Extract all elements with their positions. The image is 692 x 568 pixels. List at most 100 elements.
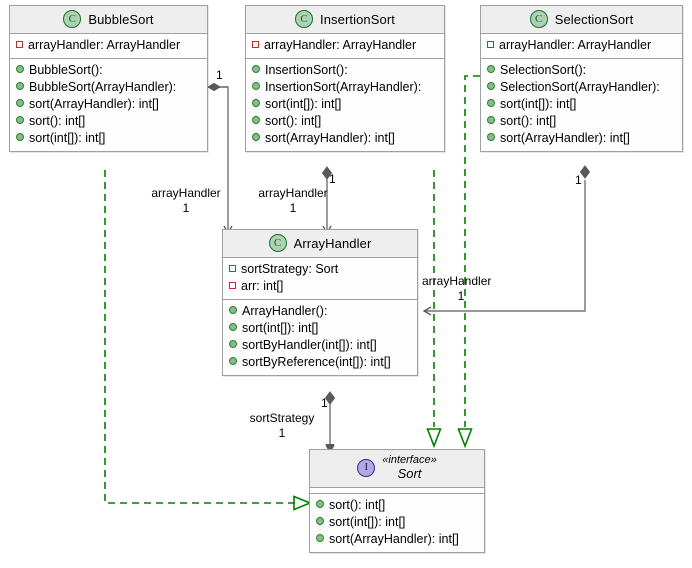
public-marker-icon [252, 112, 260, 129]
method-row: sort(): int[] [252, 113, 438, 130]
methods-compartment: sort(): int[] sort(int[]): int[] sort(Ar… [310, 492, 484, 552]
attribute-text: arr: int[] [241, 279, 284, 293]
multiplicity-selectionsort-source: 1 [575, 173, 582, 187]
method-text: sort(): int[] [265, 114, 322, 128]
method-row: sortByReference(int[]): int[] [229, 354, 411, 371]
method-text: sort(ArrayHandler): int[] [29, 97, 159, 111]
public-marker-icon [229, 353, 237, 370]
attribute-row: arrayHandler: ArrayHandler [16, 37, 201, 54]
method-text: SelectionSort(): [500, 63, 587, 77]
method-text: SelectionSort(ArrayHandler): [500, 80, 660, 94]
edge-label-selectionsort-role: arrayHandler 1 [422, 274, 522, 304]
attributes-compartment: sortStrategy: Sort arr: int[] [223, 258, 417, 299]
public-marker-icon [487, 78, 495, 95]
stereotype-label: «interface» [382, 454, 437, 466]
method-row: SelectionSort(): [487, 62, 676, 79]
public-marker-icon [16, 129, 24, 146]
attribute-text: arrayHandler: ArrayHandler [28, 38, 181, 52]
interface-name: Sort [397, 465, 422, 481]
method-text: sort(int[]): int[] [242, 321, 319, 335]
public-marker-icon [229, 302, 237, 319]
method-row: BubbleSort(ArrayHandler): [16, 79, 201, 96]
class-header: C InsertionSort [246, 6, 444, 34]
class-name: InsertionSort [319, 11, 395, 27]
attributes-compartment: arrayHandler: ArrayHandler [246, 34, 444, 58]
class-box-bubblesort[interactable]: C BubbleSort arrayHandler: ArrayHandler … [9, 5, 208, 152]
method-text: sort(int[]): int[] [29, 131, 106, 145]
methods-compartment: InsertionSort(): InsertionSort(ArrayHand… [246, 58, 444, 151]
edge-selectionsort-arrayhandler [422, 165, 591, 316]
public-marker-icon [487, 95, 495, 112]
method-row: InsertionSort(): [252, 62, 438, 79]
method-row: sort(): int[] [16, 113, 201, 130]
attribute-row: arrayHandler: ArrayHandler [252, 37, 438, 54]
public-marker-icon [252, 129, 260, 146]
method-text: BubbleSort(): [29, 63, 103, 77]
method-row: sort(ArrayHandler): int[] [252, 130, 438, 147]
role-name: arrayHandler [258, 186, 328, 200]
method-text: sort(): int[] [329, 497, 386, 512]
private-marker-icon [487, 36, 494, 53]
interface-badge-icon: I [357, 458, 376, 477]
method-text: BubbleSort(ArrayHandler): [29, 80, 177, 94]
attribute-row: arr: int[] [229, 278, 411, 295]
class-name: ArrayHandler [293, 235, 372, 251]
attribute-text: arrayHandler: ArrayHandler [499, 38, 652, 52]
method-row: sort(ArrayHandler): int[] [316, 531, 478, 548]
method-text: sort(): int[] [29, 114, 86, 128]
method-text: sort(ArrayHandler): int[] [329, 531, 459, 546]
multiplicity-arrayhandler-source: 1 [321, 396, 328, 410]
method-row: sort(int[]): int[] [316, 514, 478, 531]
method-text: sort(ArrayHandler): int[] [265, 131, 395, 145]
role-multiplicity: 1 [182, 201, 190, 215]
method-text: sortByReference(int[]): int[] [242, 355, 391, 369]
method-row: sort(int[]): int[] [487, 96, 676, 113]
public-marker-icon [487, 112, 495, 129]
class-name: SelectionSort [554, 11, 634, 27]
class-box-insertionsort[interactable]: C InsertionSort arrayHandler: ArrayHandl… [245, 5, 445, 152]
attribute-row: sortStrategy: Sort [229, 261, 411, 278]
class-box-arrayhandler[interactable]: C ArrayHandler sortStrategy: Sort arr: i… [222, 229, 418, 376]
multiplicity-bubblesort-source: 1 [216, 68, 223, 82]
public-marker-icon [16, 61, 24, 78]
method-row: sort(): int[] [316, 497, 478, 514]
method-text: sort(int[]): int[] [329, 514, 406, 529]
method-row: sort(int[]): int[] [229, 320, 411, 337]
role-multiplicity: 1 [278, 426, 286, 440]
method-text: sort(int[]): int[] [500, 97, 577, 111]
method-text: sort(ArrayHandler): int[] [500, 131, 630, 145]
public-marker-icon [316, 496, 324, 513]
public-marker-icon [252, 61, 260, 78]
methods-compartment: BubbleSort(): BubbleSort(ArrayHandler): … [10, 58, 207, 151]
method-text: sort(int[]): int[] [265, 97, 342, 111]
edge-insertionsort-implements-sort [426, 170, 442, 449]
method-text: InsertionSort(): [265, 63, 348, 77]
attribute-text: sortStrategy: Sort [241, 262, 339, 276]
class-box-selectionsort[interactable]: C SelectionSort arrayHandler: ArrayHandl… [480, 5, 683, 152]
interface-header: I «interface» Sort [310, 450, 484, 488]
public-marker-icon [252, 78, 260, 95]
interface-box-sort[interactable]: I «interface» Sort sort(): int[] sort(in… [309, 449, 485, 553]
public-marker-icon [487, 129, 495, 146]
class-badge-icon: C [63, 10, 82, 28]
private-marker-icon [16, 36, 23, 53]
public-marker-icon [229, 336, 237, 353]
method-row: sort(): int[] [487, 113, 676, 130]
method-row: BubbleSort(): [16, 62, 201, 79]
public-marker-icon [316, 513, 324, 530]
method-row: sort(ArrayHandler): int[] [16, 96, 201, 113]
method-text: sort(): int[] [500, 114, 557, 128]
class-badge-icon: C [294, 10, 313, 28]
method-row: InsertionSort(ArrayHandler): [252, 79, 438, 96]
public-marker-icon [16, 78, 24, 95]
private-marker-icon [229, 277, 236, 294]
public-marker-icon [316, 530, 324, 547]
method-row: sort(int[]): int[] [252, 96, 438, 113]
method-row: ArrayHandler(): [229, 303, 411, 320]
method-text: ArrayHandler(): [242, 304, 328, 318]
private-marker-icon [229, 260, 236, 277]
attribute-text: arrayHandler: ArrayHandler [264, 38, 417, 52]
method-row: sort(int[]): int[] [16, 130, 201, 147]
methods-compartment: ArrayHandler(): sort(int[]): int[] sortB… [223, 299, 417, 375]
